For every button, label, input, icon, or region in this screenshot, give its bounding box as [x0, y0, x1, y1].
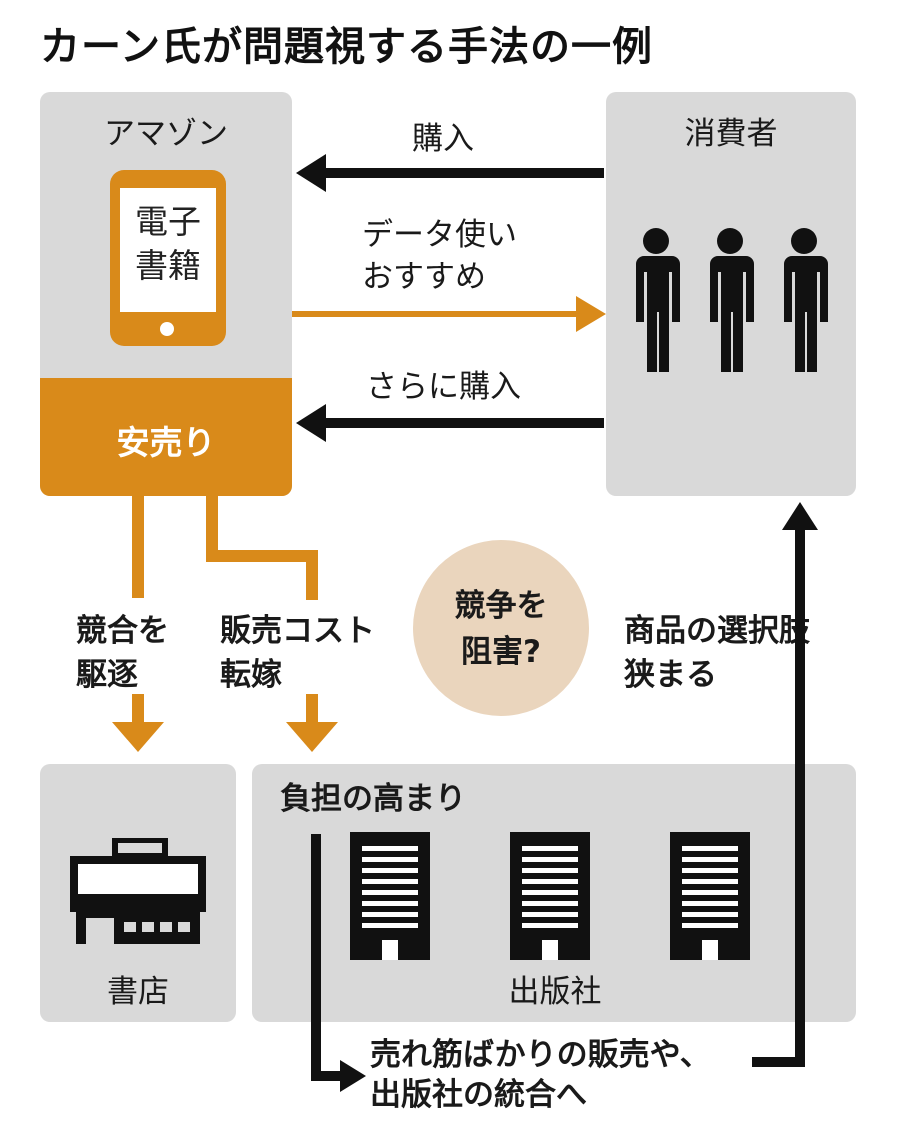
narrowing-choice-arrow [752, 502, 818, 1067]
building-icon [510, 832, 590, 960]
diagram-title: カーン氏が問題視する手法の一例 [40, 24, 653, 70]
burden-label: 負担の高まり [280, 781, 466, 817]
cost-transfer-arrow [206, 496, 338, 752]
consumers-label: 消費者 [684, 116, 778, 152]
oust-arrow [112, 496, 164, 752]
data-label-line2: おすすめ [362, 259, 486, 295]
publishers-label: 出版社 [508, 974, 602, 1010]
building-icon [350, 832, 430, 960]
cost-label-line2: 転嫁 [220, 657, 282, 693]
choice-label-line2: 狭まる [624, 657, 717, 693]
bestseller-label-line1: 売れ筋ばかりの販売や、 [370, 1037, 711, 1073]
building-icon [670, 832, 750, 960]
store-icon [70, 838, 206, 944]
more-purchase-label: さらに購入 [366, 369, 521, 405]
tablet-text-line2: 書籍 [135, 246, 201, 285]
discount-label: 安売り [116, 423, 216, 462]
data-label-line1: データ使い [362, 217, 517, 253]
purchase-label: 購入 [412, 121, 474, 157]
oust-label-line1: 競合を [76, 613, 169, 649]
bookstore-label: 書店 [107, 974, 169, 1010]
person-icon [636, 228, 680, 372]
question-line2: 阻害? [461, 634, 541, 670]
bestseller-label-line2: 出版社の統合へ [370, 1077, 587, 1113]
purchase-arrow [296, 154, 604, 192]
person-icon [710, 228, 754, 372]
cost-label-line1: 販売コスト [220, 613, 375, 649]
more-purchase-arrow [296, 404, 604, 442]
amazon-label: アマゾン [104, 116, 228, 152]
question-line1: 競争を [454, 588, 548, 624]
recommendation-arrow [292, 296, 606, 332]
question-circle [413, 540, 589, 716]
tablet-text-line1: 電子 [135, 202, 201, 241]
tablet-icon [110, 170, 226, 346]
choice-label-line1: 商品の選択肢 [624, 613, 810, 649]
oust-label-line2: 駆逐 [76, 657, 138, 693]
consolidation-arrow [311, 834, 366, 1092]
discount-block [40, 378, 292, 496]
person-icon [784, 228, 828, 372]
